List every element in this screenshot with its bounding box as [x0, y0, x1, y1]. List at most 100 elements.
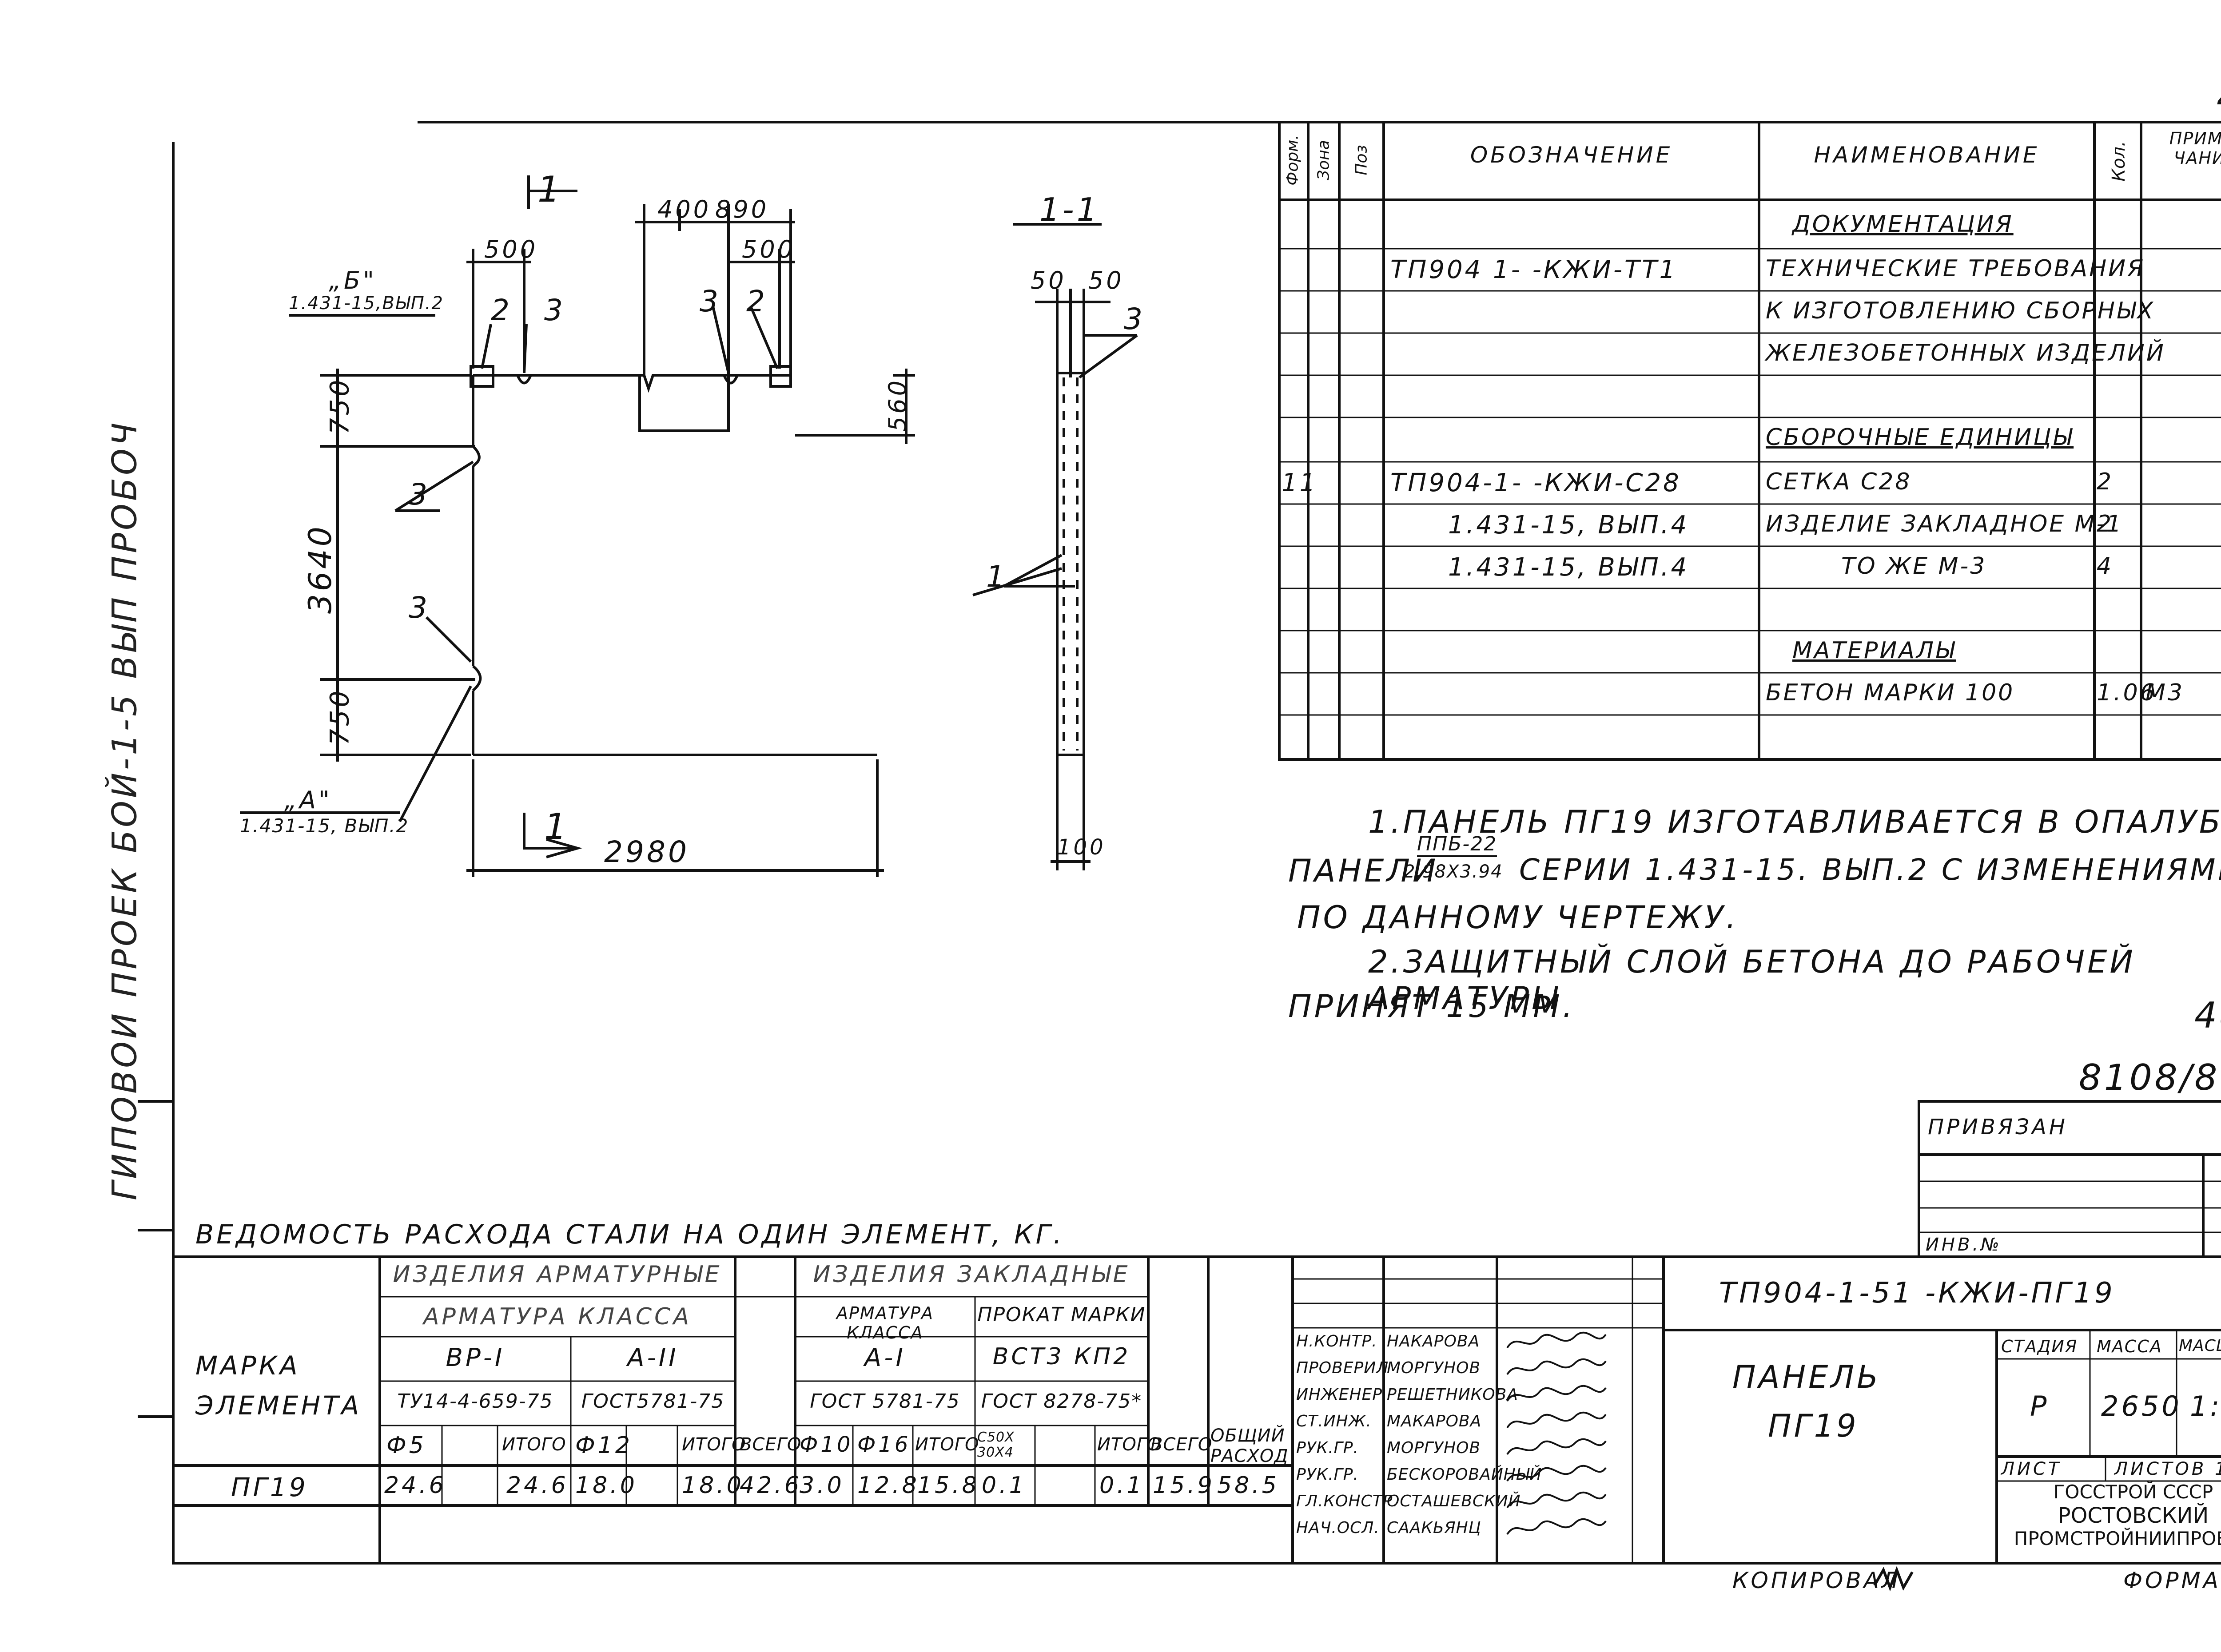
spec-cell-designation: ТП904-1- -КЖИ-С28	[1390, 469, 1681, 497]
title-block-org2: РОСТОВСКИЙ	[2058, 1503, 2209, 1528]
title-block-title-line2: ПГ19	[1768, 1408, 1859, 1444]
dim-890: 890	[715, 195, 769, 223]
page-number-mid: 48	[2194, 995, 2221, 1036]
steel-row-f16: 12.8	[857, 1472, 919, 1499]
steel-header-itogo3: Итого	[915, 1434, 979, 1455]
spec-cell-format: 11	[1282, 469, 1318, 497]
handwritten-signature	[1506, 1491, 1607, 1509]
spec-cell-name: Изделие закладное М-1	[1766, 511, 2123, 537]
spec-cell-name: Материалы	[1792, 637, 1956, 664]
steel-row-itogo1: 24.6	[506, 1472, 569, 1499]
callout-2-right: 2	[746, 284, 768, 318]
title-block-org3: ПРОМСТРОЙНИИПРОЕКТ	[2014, 1528, 2221, 1549]
spec-cell-name: Сборочные единицы	[1766, 424, 2074, 451]
spec-cell-name: Документация	[1792, 211, 2014, 238]
steel-header-vsego2: Всего	[1150, 1434, 1213, 1455]
note-1-fraction-bottom: 2.98х3.94	[1404, 862, 1503, 882]
title-block-sheets: Листов 1	[2114, 1459, 2221, 1479]
steel-schedule-title: Ведомость расхода стали на один элемент,…	[195, 1219, 1065, 1250]
callout-3-mid: 3	[409, 477, 430, 512]
spec-cell-name: железобетонных изделий	[1766, 340, 2165, 366]
spec-cell-qty: 2	[2097, 469, 2114, 495]
note-1-line-2-suffix: серии 1.431-15. вып.2 с изменениями	[1519, 853, 2221, 887]
callout-2-left: 2	[491, 293, 512, 327]
note-1-fraction-top: ППБ-22	[1417, 833, 1497, 857]
signature-role: Рук.гр.	[1296, 1439, 1359, 1457]
signature-role: Ст.инж.	[1296, 1412, 1372, 1430]
steel-header-mark: Марка элемента	[195, 1350, 362, 1421]
title-block-stage: Р	[2030, 1390, 2050, 1422]
signature-role: Рук.гр.	[1296, 1465, 1359, 1484]
spec-cell-designation: 1.431-15, вып.4	[1448, 553, 1689, 582]
signature-role: Н.контр.	[1296, 1332, 1377, 1350]
section-mark-top: 1	[537, 169, 563, 210]
callout-3-right: 3	[700, 284, 721, 318]
steel-header-f10: ф10	[800, 1432, 853, 1457]
steel-header-gost5781b: ГОСТ 5781-75	[810, 1390, 960, 1413]
title-block-scale: 1:50	[2190, 1390, 2221, 1422]
title-block-sheet: Лист	[2001, 1459, 2062, 1479]
dim-400: 400	[657, 195, 712, 223]
steel-header-a2: А-II	[627, 1343, 679, 1372]
note-1-line-3: по данному чертежу.	[1297, 899, 1739, 936]
steel-row-c50: 0.1	[982, 1472, 1027, 1499]
steel-header-itogo2: Итого	[682, 1434, 746, 1455]
note-2-line-2: принят 15 мм.	[1288, 988, 1575, 1025]
steel-header-vsego1: Всего	[740, 1434, 802, 1455]
steel-row-total: 58.5	[1217, 1472, 1279, 1499]
node-b-ref: 1.431-15,вып.2	[289, 293, 444, 314]
handwritten-signature	[1506, 1331, 1607, 1349]
sheet-code: 8108/8	[2079, 1057, 2220, 1098]
signature-name: Саакьянц	[1387, 1519, 1481, 1537]
steel-header-reinf-class: Арматура класса	[423, 1303, 692, 1330]
title-block-h-stage: Стадия	[2001, 1337, 2078, 1356]
steel-header-gost8278: ГОСТ 8278-75*	[981, 1390, 1142, 1413]
handwritten-signature	[1506, 1411, 1607, 1429]
handwritten-signature	[1506, 1358, 1607, 1375]
steel-header-bp1: Вр-I	[446, 1343, 505, 1372]
section-title: 1-1	[1039, 191, 1100, 228]
steel-row-f10: 3.0	[800, 1472, 844, 1499]
dim-500-right: 500	[742, 235, 796, 263]
title-block-mass: 2650	[2101, 1390, 2182, 1422]
steel-row-itogo3: 15.8	[917, 1472, 979, 1499]
node-b-label: „Б"	[329, 266, 377, 294]
spec-cell-name: Технические требования	[1766, 255, 2145, 282]
steel-row-itogo2: 18.0	[682, 1472, 744, 1499]
steel-row-itogo4: 0.1	[1099, 1472, 1144, 1499]
spec-cell-name: То же М-3	[1841, 553, 1987, 580]
note-1-line-2-prefix: панели	[1288, 853, 1439, 889]
note-1-line-1: 1.Панель ПГ19 изготавливается в опалубке	[1368, 804, 2221, 840]
page-number-top: 48	[2217, 78, 2221, 119]
signature-name: Решетникова	[1387, 1386, 1518, 1404]
node-a-ref: 1.431-15, вып.2	[240, 815, 409, 837]
steel-header-vst3: ВСт3 кп2	[992, 1343, 1131, 1370]
spec-cell-designation: ТП904 1- -КЖИ-ТТ1	[1390, 255, 1678, 284]
dim-2980: 2980	[604, 835, 689, 869]
steel-header-embedded: Изделия закладные	[813, 1261, 1130, 1288]
callout-1-section: 1	[986, 560, 1007, 594]
steel-header-prokat: Прокат марки	[977, 1303, 1146, 1326]
signature-role: Гл.констр.	[1296, 1492, 1398, 1510]
node-a-label: „А"	[284, 786, 332, 814]
note-2-line-1: 2.Защитный слой бетона до рабочей армату…	[1368, 944, 2136, 1017]
dim-500-left: 500	[484, 235, 538, 263]
spec-cell-name: к изготовлению сборных	[1766, 298, 2155, 324]
steel-header-itogo1: Итого	[502, 1434, 566, 1455]
signature-name: Макарова	[1387, 1412, 1482, 1430]
copyist-signature	[1873, 1566, 1914, 1592]
steel-header-gost5781: ГОСТ5781-75	[581, 1390, 725, 1413]
stamp-inv: Инв.№	[1926, 1235, 2002, 1255]
signature-role: Нач.осл.	[1296, 1519, 1380, 1537]
steel-header-arm-class2: Арматура класса	[836, 1303, 934, 1342]
steel-row-vsego1: 42.6	[740, 1472, 802, 1499]
title-block-h-scale: Масштаб	[2179, 1337, 2221, 1355]
spec-cell-name: Бетон марки 100	[1766, 679, 2015, 706]
steel-header-f12: ф12	[575, 1432, 633, 1459]
spec-cell-name: Сетка С28	[1766, 469, 1912, 495]
steel-row-mark: ПГ19	[231, 1472, 308, 1502]
title-block-org1: ГОССТРОЙ СССР	[2053, 1481, 2213, 1503]
title-block-copied: Копировал	[1732, 1568, 1901, 1593]
